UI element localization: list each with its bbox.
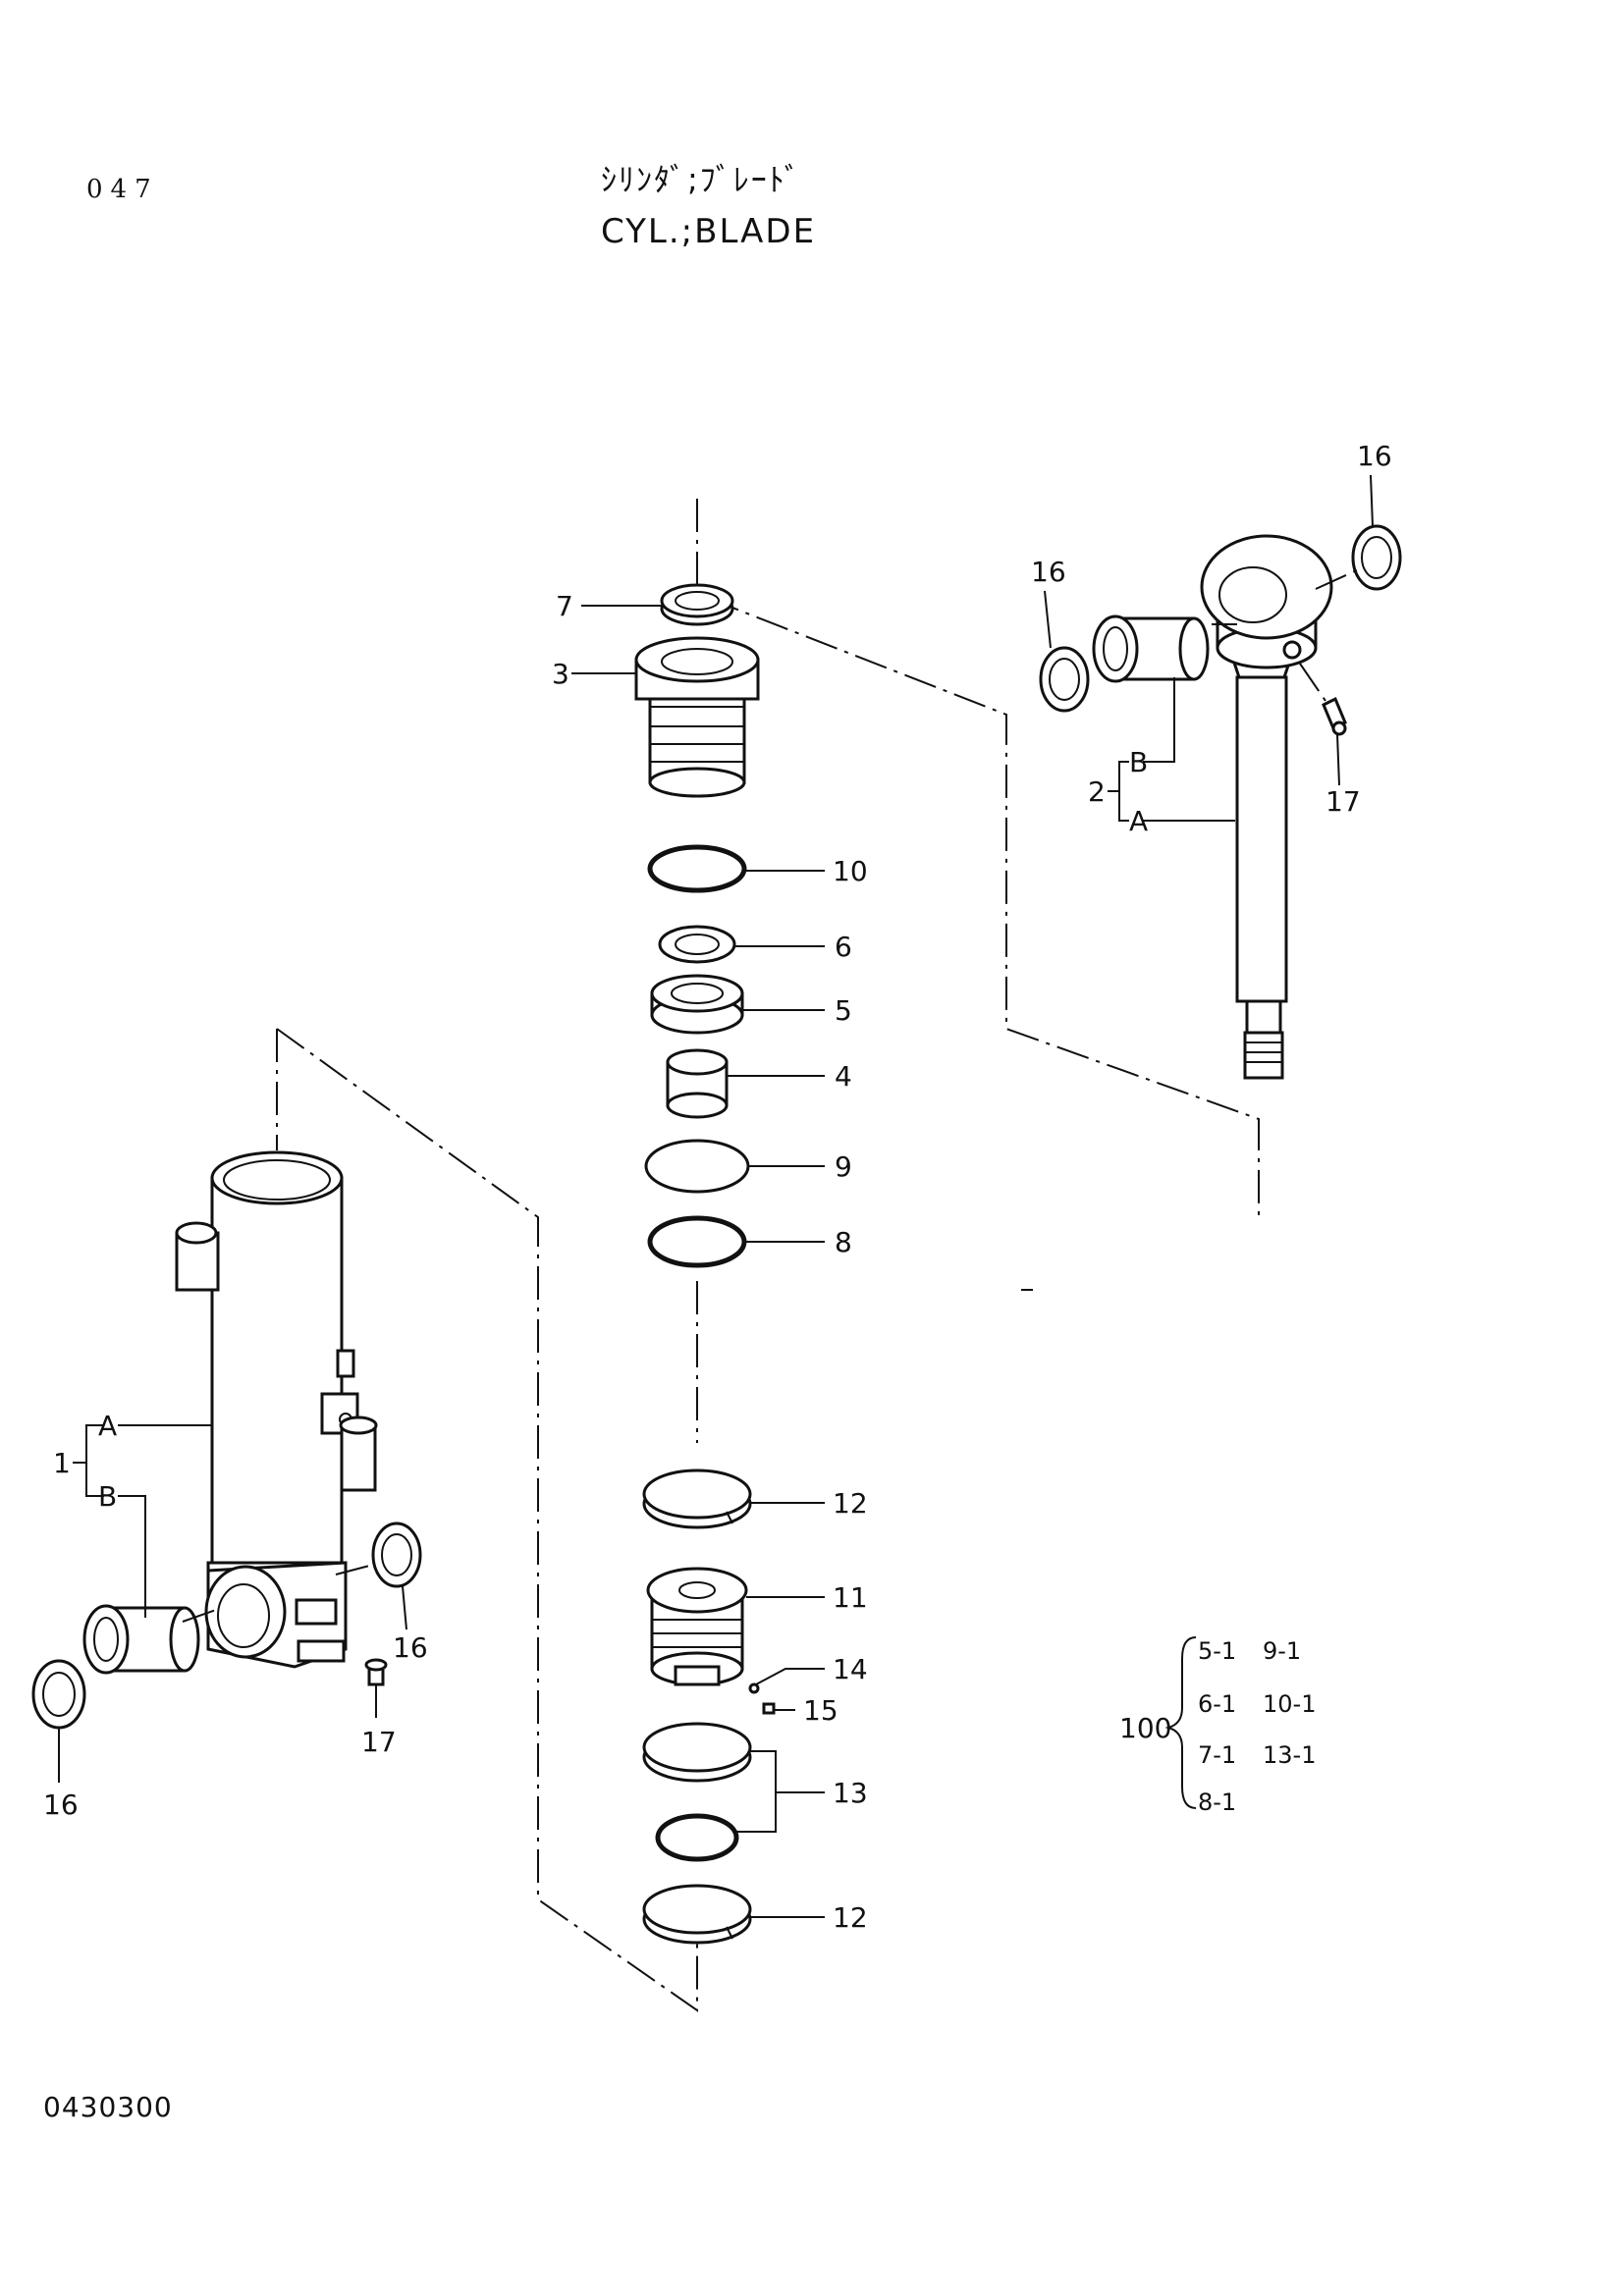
callout-1: 1: [53, 1447, 71, 1479]
callout-2-b: B: [1129, 746, 1148, 778]
callout-2-a: A: [1129, 805, 1148, 837]
kit-item: 6-1: [1198, 1690, 1236, 1718]
part-2-piston-rod: [1200, 534, 1333, 1080]
part-16-seal-rod-right: [1351, 524, 1402, 591]
callout-10: 10: [833, 855, 868, 887]
callout-4: 4: [835, 1060, 852, 1093]
callout-16-tube-right: 16: [393, 1631, 428, 1664]
callout-5: 5: [835, 994, 852, 1027]
callout-16-tube-left: 16: [43, 1789, 79, 1821]
callout-1-a: A: [98, 1410, 117, 1442]
part-11-piston: [646, 1567, 748, 1686]
part-1-cylinder-tube: [175, 1150, 378, 1669]
callout-17-tube: 17: [361, 1726, 397, 1758]
part-2b-bushing: [1092, 614, 1210, 683]
part-12-wear-ring-top: [642, 1468, 752, 1529]
part-3-rod-cover: [634, 636, 760, 798]
callout-8: 8: [835, 1226, 852, 1258]
seal-kit-group: [1164, 1636, 1197, 1809]
part-10-o-ring: [647, 844, 747, 893]
part-13-seal-set: [642, 1722, 752, 1862]
callout-1-b: B: [98, 1480, 117, 1513]
callout-6: 6: [835, 931, 852, 963]
callout-3: 3: [552, 658, 569, 690]
page-number: 047: [86, 175, 159, 204]
callout-17-rod: 17: [1325, 785, 1361, 818]
callout-12-bottom: 12: [833, 1901, 868, 1934]
kit-item: 9-1: [1263, 1637, 1301, 1665]
part-17-grease-nipple-tube: [364, 1658, 388, 1686]
title-japanese: ｼﾘﾝﾀﾞ;ﾌﾞﾚｰﾄﾞ: [601, 161, 802, 198]
assembly-guide-lines: [276, 499, 1260, 2012]
callout-9: 9: [835, 1150, 852, 1183]
callout-16-rod-right: 16: [1357, 440, 1392, 472]
part-16-seal-rod-left: [1039, 646, 1090, 713]
part-15-set-screw: [762, 1702, 776, 1715]
part-8-o-ring: [647, 1215, 747, 1268]
kit-item: 8-1: [1198, 1789, 1236, 1816]
title-english: CYL.;BLADE: [601, 212, 817, 251]
callout-13: 13: [833, 1777, 868, 1809]
part-16-seal-tube-right: [371, 1522, 422, 1588]
part-1b-bushing: [82, 1604, 200, 1675]
part-6-ring: [658, 925, 736, 964]
callout-16-rod-left: 16: [1031, 556, 1066, 588]
center-leader-lines: [571, 605, 825, 1918]
drawing-number: 0430300: [43, 2091, 173, 2123]
kit-item: 7-1: [1198, 1741, 1236, 1769]
part-7-wiper-ring: [660, 583, 734, 626]
kit-item: 5-1: [1198, 1637, 1236, 1665]
kit-item: 13-1: [1263, 1741, 1316, 1769]
callout-7: 7: [556, 590, 573, 622]
part-12-wear-ring-bottom: [642, 1884, 752, 1945]
part-16-seal-tube-left: [31, 1659, 86, 1730]
callout-12-top: 12: [833, 1487, 868, 1520]
callout-15: 15: [803, 1694, 839, 1727]
callout-14: 14: [833, 1653, 868, 1685]
callout-11: 11: [833, 1581, 868, 1614]
part-9-backup-ring: [644, 1139, 750, 1194]
rod-leader-lines: [1044, 474, 1374, 822]
part-5-seal: [650, 974, 744, 1035]
tube-leader-lines: [58, 1424, 407, 1783]
part-14-ball: [748, 1682, 760, 1694]
part-17-grease-nipple-rod: [1322, 696, 1347, 736]
callout-2: 2: [1088, 775, 1106, 808]
kit-number: 100: [1119, 1712, 1171, 1744]
part-4-bushing: [666, 1048, 729, 1119]
kit-item: 10-1: [1263, 1690, 1316, 1718]
